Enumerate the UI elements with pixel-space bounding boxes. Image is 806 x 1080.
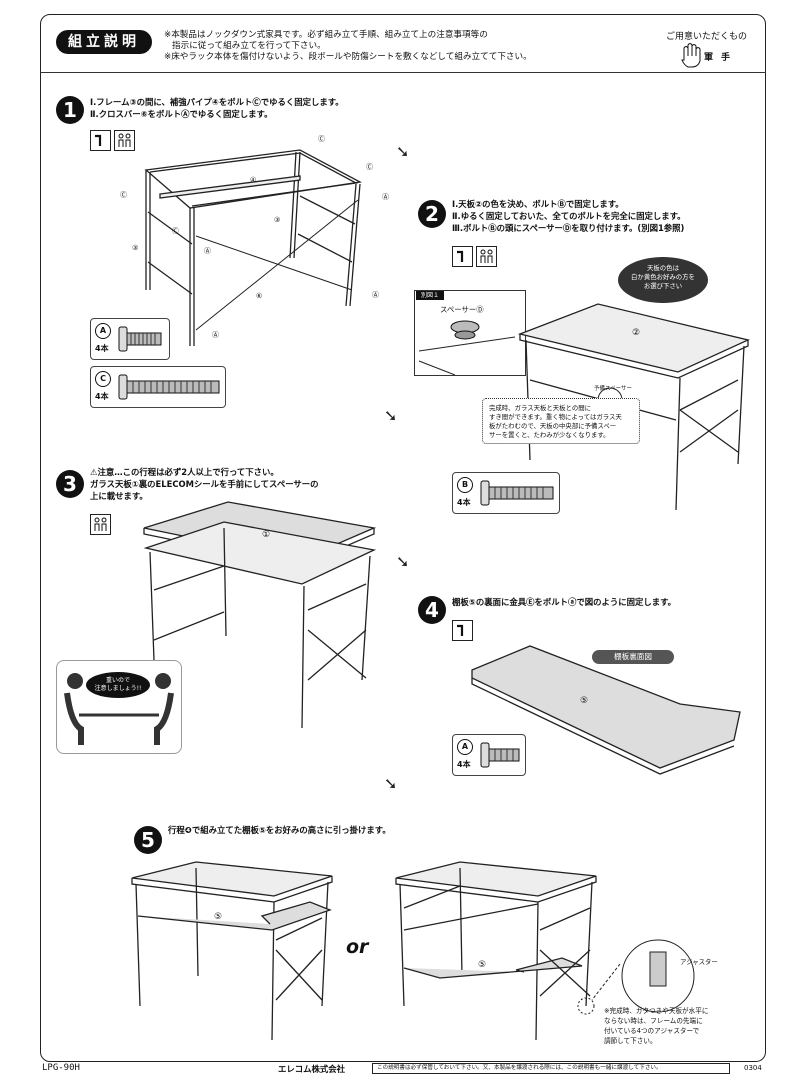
bolt-a-card-step4: A 4本 — [452, 734, 526, 776]
bolt-a-label-4: Ⓐ — [212, 331, 219, 339]
adjuster-note-text: ※完成時、ガタつきや天板が水平に ならない時は、フレームの先端に 付いている4つ… — [604, 1007, 709, 1045]
gap-note-box: 完成時、ガラス天板と天板との間に すき間ができます。重く物によってはガラス天 板… — [482, 398, 640, 444]
adjuster-label: アジャスター — [680, 958, 718, 966]
pipe-label: ④ — [250, 176, 257, 184]
bolt-c-label-1: Ⓒ — [318, 135, 325, 143]
step-3-number: 3 — [56, 470, 84, 498]
step-2-line-3: Ⅲ.ボルトⒷの頭にスペーサーⒹを取り付けます。(別図1参照) — [452, 223, 685, 233]
step-1-line-2: Ⅱ.クロスバー⑥をボルトⒶでゆるく固定します。 — [90, 109, 273, 119]
bolt-a-card-step1: A 4本 — [90, 318, 170, 360]
step-4-line: 棚板⑤の裏面に金具Ⓔをボルトⓐで図のように固定します。 — [452, 597, 676, 607]
bolt-c-label-2: Ⓒ — [366, 163, 373, 171]
adjuster-note: ※完成時、ガタつきや天板が水平に ならない時は、フレームの先端に 付いている4つ… — [604, 1006, 708, 1046]
step-3-line-1: ⚠注意…この行程は必ず2人以上で行って下さい。 — [90, 467, 279, 477]
top-color-bubble-text: 天板の色は 白か黄色お好みの方を お選び下さい — [631, 264, 695, 290]
bolt-tag: B — [457, 477, 473, 493]
company-name: エレコム株式会社 — [278, 1064, 345, 1074]
step-5-line: 行程❹で組み立てた棚板⑤をお好みの高さに引っ掛けます。 — [168, 825, 391, 835]
header-divider — [40, 72, 766, 73]
bolt-count: 4本 — [95, 344, 109, 353]
or-label: or — [346, 936, 369, 958]
spacer-label: スペーサーⒹ — [440, 305, 484, 314]
bolt-a-label-2: Ⓐ — [372, 291, 379, 299]
header-note-1: ※本製品はノックダウン式家具です。必ず組み立て手順、組み立て上の注意事項等の — [164, 30, 488, 40]
keep-manual-notice: この説明書は必ず保管しておいて下さい。又、本製品を譲渡される際には、この説明書も… — [372, 1063, 730, 1074]
glove-label: 軍手 — [704, 53, 739, 63]
frame-label-left: ③ — [132, 244, 139, 252]
hex-wrench-icon — [452, 620, 473, 641]
shelf-label-high: ⑤ — [214, 912, 223, 922]
step-2-number: 2 — [418, 200, 446, 228]
bolt-count: 4本 — [457, 498, 471, 507]
bolt-a-label-1: Ⓐ — [204, 247, 211, 255]
model-number: LPG-90H — [42, 1063, 80, 1073]
step-3-line-3: 上に載せます。 — [90, 491, 148, 501]
two-people-icon — [476, 246, 497, 267]
top-panel-label: ② — [632, 328, 641, 338]
shelf-label-step4: ⑤ — [580, 696, 589, 706]
top-color-bubble: 天板の色は 白か黄色お好みの方を お選び下さい — [618, 257, 708, 303]
spare-spacer-label: 予備スペーサー — [594, 386, 633, 392]
bolt-a-label-3: Ⓐ — [382, 193, 389, 201]
bolt-tag: C — [95, 371, 111, 387]
bolt-c-card-step1: C 4本 — [90, 366, 226, 408]
flow-arrow-4-icon: ➘ — [384, 774, 398, 793]
step-1-line-1: Ⅰ.フレーム③の間に、補強パイプ④をボルトⒸでゆるく固定します。 — [90, 97, 344, 107]
shelf-label-low: ⑤ — [478, 960, 487, 970]
bolt-b-card: B 4本 — [452, 472, 560, 514]
page-frame — [40, 14, 766, 1062]
flow-arrow-2-icon: ➘ — [384, 406, 398, 425]
two-people-icon — [114, 130, 135, 151]
frame-label-right: ③ — [274, 216, 281, 224]
shelf-underside-tag: 棚板裏面図 — [592, 650, 674, 664]
heavy-warning-bubble: 重いので 注意しましょう!! — [86, 672, 150, 698]
required-items-label: ご用意いただくもの — [666, 32, 748, 42]
step-3-line-2: ガラス天板①裏のELECOMシールを手前にしてスペーサーの — [90, 479, 319, 489]
document-code: 0304 — [744, 1064, 762, 1072]
bolt-count: 4本 — [457, 760, 471, 769]
step-2-line-2: Ⅱ.ゆるく固定しておいた、全てのボルトを完全に固定します。 — [452, 211, 686, 221]
flow-arrow-1-icon: ➘ — [396, 142, 410, 161]
step-5-number: 5 — [134, 826, 162, 854]
bolt-c-label-3: Ⓒ — [120, 191, 127, 199]
bolt-tag: A — [457, 739, 473, 755]
bolt-count: 4本 — [95, 392, 109, 401]
step-1-number: 1 — [56, 96, 84, 124]
spacer-detail-callout — [414, 290, 526, 376]
hex-wrench-icon — [452, 246, 473, 267]
heavy-warning-text: 重いので 注意しましょう!! — [94, 677, 142, 692]
hex-wrench-icon — [90, 130, 111, 151]
step-4-number: 4 — [418, 596, 446, 624]
bolt-tag: A — [95, 323, 111, 339]
two-people-icon — [90, 514, 111, 535]
bolt-c-label-4: Ⓒ — [172, 227, 179, 235]
header-note-2: 指示に従って組み立てを行って下さい。 — [172, 41, 326, 51]
assembly-title-badge: 組立説明 — [56, 30, 152, 54]
flow-arrow-3-icon: ➘ — [396, 552, 410, 571]
header-note-3: ※床やラック本体を傷付けないよう、段ボールや防傷シートを敷くなどして組み立てて下… — [164, 52, 532, 62]
callout-tag: 別図１ — [416, 291, 445, 300]
step-2-line-1: Ⅰ.天板②の色を決め、ボルトⒷで固定します。 — [452, 199, 624, 209]
glass-top-label: ① — [262, 530, 271, 540]
crossbar-label: ⑥ — [256, 292, 263, 300]
gap-note-text: 完成時、ガラス天板と天板との間に すき間ができます。重く物によってはガラス天 板… — [489, 404, 622, 439]
